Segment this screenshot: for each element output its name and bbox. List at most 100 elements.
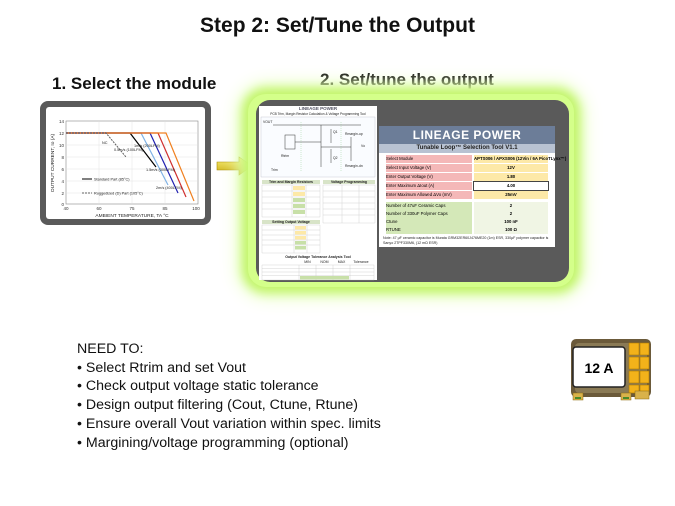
derating-chart-svg: 14 12 10 8 6 4 2 0 40 60 75 85 100 AMBIE… xyxy=(50,119,200,219)
derating-chart-panel: 14 12 10 8 6 4 2 0 40 60 75 85 100 AMBIE… xyxy=(40,101,211,225)
limits-table xyxy=(261,224,321,254)
row-output-voltage: Enter Output Voltage (V) 1.80 xyxy=(384,173,548,181)
annotation: 0.5m/s (100LFM) xyxy=(114,148,144,152)
row-select-module: Select Module APTS006 / APXS006 (12Vin /… xyxy=(384,155,567,163)
row-ceramic-caps: Number of 47uF Ceramic Caps 2 xyxy=(384,202,548,210)
row-max-delta-vo: Enter Maximum Allowed ΔVo (mV) 25mV xyxy=(384,191,548,199)
arrow-right-icon xyxy=(216,156,253,176)
circuit-label: Vo xyxy=(361,144,365,148)
step1-label: 1. Select the module xyxy=(52,74,217,93)
row-input-voltage: Select Input Voltage (V) 12V xyxy=(384,164,548,172)
tolerance-headers: MIN NOM MAX Tolerance xyxy=(299,260,374,264)
derating-chart: 14 12 10 8 6 4 2 0 40 60 75 85 100 AMBIE… xyxy=(46,107,205,219)
step2-label: 2. Set/tune the output xyxy=(320,70,494,89)
legend-standard: Standard Part (85°C) xyxy=(94,178,130,182)
curve-rugged xyxy=(66,132,127,158)
trim-margin-sheet: LINEAGE POWER PCB Trim, Margin Resistor … xyxy=(259,106,377,281)
ctune-value: 100 nF xyxy=(474,218,548,226)
ceramic-caps-value: 2 xyxy=(474,202,548,210)
circuit-label: Rmargin-up xyxy=(345,132,363,136)
x-tick: 85 xyxy=(162,206,168,211)
x-axis-label: AMBIENT TEMPERATURE, TA °C xyxy=(95,213,169,219)
tool-name: Tunable Loop™ Selection Tool V1.1 xyxy=(379,144,555,153)
y-tick: 6 xyxy=(61,167,64,172)
capacitor-note: Note: 47 μF ceramic capacitor is Murata … xyxy=(383,236,549,245)
circuit-label: Q2 xyxy=(333,156,338,160)
list-item: • Ensure overall Vout variation within s… xyxy=(77,415,381,432)
list-item-text: Design output filtering (Cout, Ctune, Rt… xyxy=(85,397,358,414)
circuit-label: VOUT xyxy=(263,120,272,124)
list-item: • Margining/voltage programming (optiona… xyxy=(77,434,349,451)
annotation: 1m/s (200LFM) xyxy=(134,144,160,148)
y-tick: 8 xyxy=(61,155,64,160)
module-select[interactable]: APTS006 / APXS006 (12Vin / 6A PicoTLynx™… xyxy=(474,155,567,163)
list-item-text: Select Rtrim and set Vout xyxy=(85,359,247,376)
x-tick: 100 xyxy=(192,206,200,211)
tolerance-table xyxy=(261,264,375,281)
annotation: NC xyxy=(102,141,108,145)
output-voltage-field[interactable]: 1.80 xyxy=(474,173,548,181)
y-tick: 2 xyxy=(61,191,64,196)
input-voltage-select[interactable]: 12V xyxy=(474,164,548,172)
row-label: Enter Maximum ΔIout (A) xyxy=(386,182,472,190)
table-header: MIN xyxy=(304,260,311,264)
row-label: Select Module xyxy=(386,155,472,163)
sheet-header: LINEAGE POWER xyxy=(298,106,338,111)
sheet-subheader: PCB Trim, Margin Resistor Calculation & … xyxy=(270,112,366,116)
brand-header: LINEAGE POWER xyxy=(379,126,555,144)
table-header: Tolerance xyxy=(353,260,369,264)
list-item: • Check output voltage static tolerance xyxy=(77,378,319,395)
max-delta-iout-field[interactable]: 4.00 xyxy=(473,181,549,191)
list-item-text: Margining/voltage programming (optional) xyxy=(85,434,349,451)
row-label: Enter Output Voltage (V) xyxy=(386,173,472,181)
circuit-label: Rtrim xyxy=(281,154,289,158)
list-item-text: Ensure overall Vout variation within spe… xyxy=(85,415,381,432)
y-tick: 14 xyxy=(59,119,65,124)
limits-section-title: Setting Output Voltage xyxy=(262,220,320,225)
annotation: 2m/s (400LFM) xyxy=(156,186,182,190)
tunable-loop-tool: LINEAGE POWER Tunable Loop™ Selection To… xyxy=(379,126,567,247)
circuit-diagram: VOUT Q1 Q2 Rtrim Rmargin-up Rmargin-dn V… xyxy=(260,116,376,178)
circuit-label: Q1 xyxy=(333,130,338,134)
row-label: Ctune xyxy=(386,218,472,226)
need-to-heading: NEED TO: xyxy=(77,341,144,357)
y-tick: 4 xyxy=(61,179,64,184)
list-item: • Design output filtering (Cout, Ctune, … xyxy=(77,397,358,414)
row-label: Enter Maximum Allowed ΔVo (mV) xyxy=(386,191,472,199)
module-label: 12 A xyxy=(584,360,613,376)
row-polymer-caps: Number of 330uF Polymer Caps 2 xyxy=(384,210,548,218)
x-tick: 75 xyxy=(129,206,135,211)
need-to-list: NEED TO: • Select Rtrim and set Vout • C… xyxy=(77,340,381,452)
y-tick: 12 xyxy=(59,131,65,136)
max-delta-vo-field[interactable]: 25mV xyxy=(474,191,548,199)
rtune-value: 100 Ω xyxy=(474,226,548,234)
table-header: NOM xyxy=(320,260,329,264)
list-item: • Select Rtrim and set Vout xyxy=(77,359,247,376)
row-label: Number of 330uF Polymer Caps xyxy=(386,210,472,218)
tolerance-section-title: Output Voltage Tolerance Analysis Tool xyxy=(285,255,351,259)
polymer-caps-value: 2 xyxy=(474,210,548,218)
programming-section-title: Voltage Programming xyxy=(323,180,375,185)
trim-section-title: Trim and Margin Resistors xyxy=(262,180,320,185)
row-label: Number of 47uF Ceramic Caps xyxy=(386,202,472,210)
row-label: Select Input Voltage (V) xyxy=(386,164,472,172)
y-axis-label: OUTPUT CURRENT, Io (A) xyxy=(50,133,56,192)
list-item-text: Check output voltage static tolerance xyxy=(85,378,319,395)
x-tick: 40 xyxy=(63,206,69,211)
legend-rugged: Ruggedized (D) Part (105°C) xyxy=(94,192,144,196)
circuit-label: Trim xyxy=(271,168,278,172)
row-ctune: Ctune 100 nF xyxy=(384,218,548,226)
tool-panel: LINEAGE POWER PCB Trim, Margin Resistor … xyxy=(256,100,569,282)
row-rtune: RTUNE 100 Ω xyxy=(384,226,548,234)
y-tick: 10 xyxy=(59,143,65,148)
y-tick: 0 xyxy=(61,202,64,207)
trim-tables xyxy=(261,184,376,224)
table-header: MAX xyxy=(337,260,346,264)
annotation: 1.5m/s (300LFM) xyxy=(146,168,176,172)
row-label: RTUNE xyxy=(386,226,472,234)
module-chip-icon: 12 A xyxy=(571,339,651,401)
x-tick: 60 xyxy=(96,206,102,211)
row-max-delta-iout: Enter Maximum ΔIout (A) 4.00 xyxy=(384,181,549,191)
circuit-label: Rmargin-dn xyxy=(345,164,363,168)
module-image: 12 A xyxy=(569,333,653,412)
